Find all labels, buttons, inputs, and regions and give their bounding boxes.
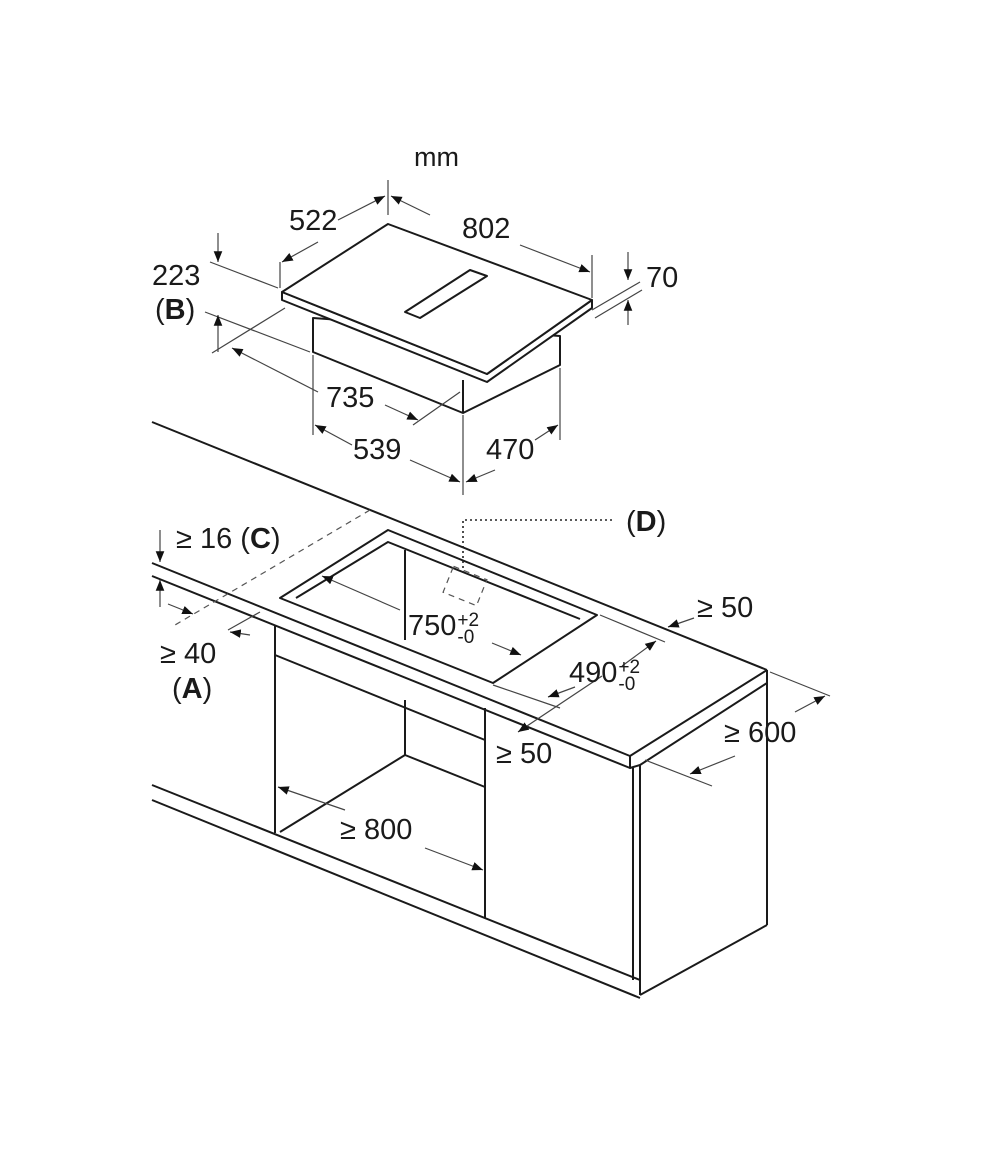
cutout-width-tol-plus: +2: [457, 610, 480, 631]
worktop-thickness-value: ≥ 16: [176, 523, 233, 555]
dim-side-distance: ≥ 50: [496, 738, 553, 770]
dimension-lines: [155, 180, 831, 871]
cutout-width-value: 750: [408, 610, 457, 642]
cutout-depth-tol-minus: -0: [618, 674, 636, 695]
cutout-depth-tol-plus: +2: [618, 657, 641, 678]
dim-hob-width: 802: [462, 213, 511, 245]
dim-glass-height: 70: [646, 262, 679, 294]
hob-appliance: [281, 223, 593, 414]
dim-back-distance: ≥ 50: [697, 592, 754, 624]
cutout-width-tol-minus: -0: [457, 627, 475, 648]
dim-front-distance: ≥ 40: [160, 638, 217, 670]
downdraft-vent: [404, 269, 488, 319]
dim-body-front: 539: [353, 434, 402, 466]
dim-worktop-depth: ≥ 600: [724, 717, 797, 749]
unit-label: mm: [414, 142, 459, 172]
ref-b-letter: B: [164, 294, 186, 326]
ref-b: (B): [155, 294, 196, 326]
ref-c-letter: C: [249, 523, 271, 555]
dim-body-depth: 470: [486, 434, 535, 466]
dim-worktop-thickness: ≥ 16 (C): [176, 523, 281, 555]
dim-hob-depth: 522: [289, 205, 338, 237]
dim-cabinet-width: ≥ 800: [340, 814, 413, 846]
worktop: [151, 421, 768, 769]
connection-box: [442, 565, 488, 607]
ref-d-letter: D: [635, 506, 657, 538]
dim-cutout-depth: 490+2-0: [569, 657, 641, 695]
ref-d: (D): [626, 506, 667, 538]
cutout-depth-value: 490: [569, 657, 618, 689]
ref-a-letter: A: [181, 673, 203, 705]
cutout-opening: [279, 529, 598, 684]
dim-cutout-width: 750+2-0: [408, 610, 480, 648]
dim-body-width: 735: [326, 382, 375, 414]
dim-total-height: 223: [152, 260, 201, 292]
base-cabinet: [151, 625, 768, 999]
ref-a: (A): [172, 673, 213, 705]
